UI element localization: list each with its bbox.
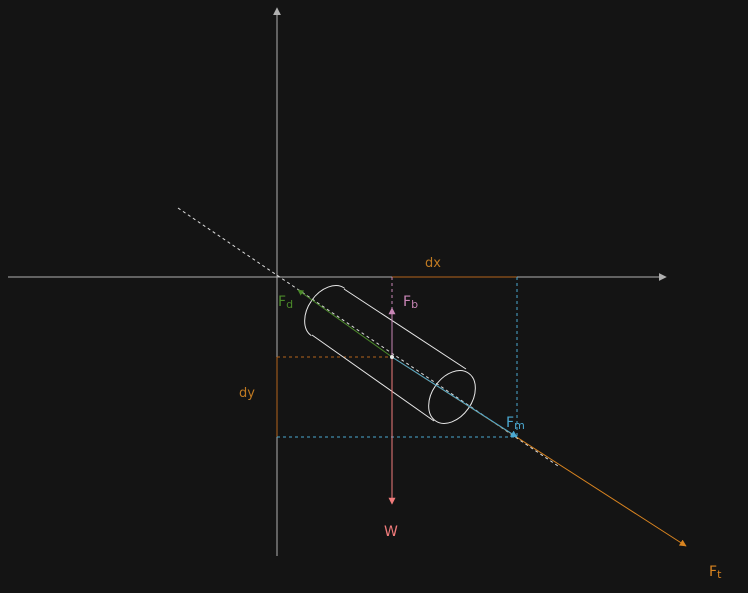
buoyancy-label: Fb — [403, 294, 418, 311]
cylinder-back-cap — [295, 277, 361, 347]
dx-label: dx — [425, 256, 441, 271]
magnetic-vector — [391, 356, 518, 438]
cylinder-bottom-edge — [311, 334, 435, 422]
drag-vector — [297, 289, 393, 358]
thrust-label: Ft — [709, 564, 722, 581]
drag-label: Fd — [278, 294, 293, 311]
gravity-label: W — [384, 524, 398, 540]
dy-label: dy — [239, 386, 255, 401]
center-of-mass-point — [390, 355, 394, 359]
cylinder-body — [295, 277, 476, 424]
cylinder-axis-dashed — [177, 207, 559, 467]
magnetic-label: Fm — [506, 415, 525, 432]
cylinder-front-cap — [428, 370, 476, 424]
cylinder-top-edge — [343, 288, 467, 370]
